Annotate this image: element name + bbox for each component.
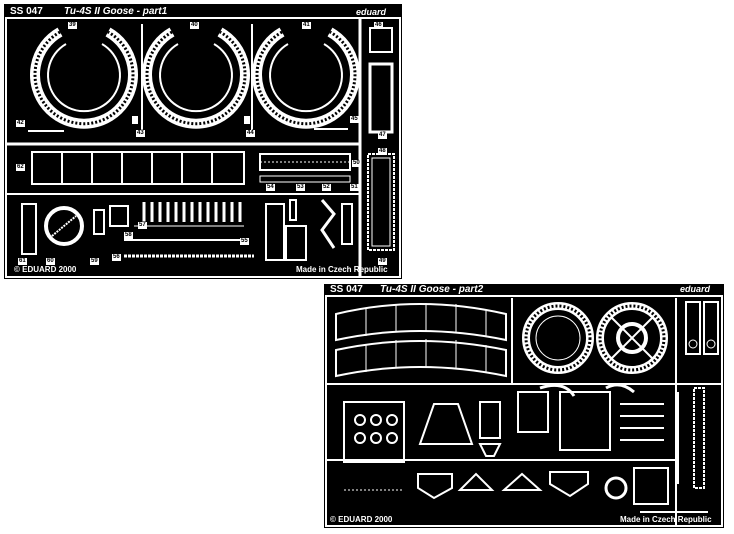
part-number: 40 (190, 22, 199, 29)
part-number: 45 (350, 116, 359, 123)
part-number: 53 (296, 184, 305, 191)
sheet1-copyright: © EDUARD 2000 (14, 265, 77, 274)
part-number: 46 (374, 22, 383, 29)
part-number: 48 (378, 148, 387, 155)
part-number: 62 (16, 164, 25, 171)
part-number: 61 (18, 258, 27, 265)
etch-sheet-part1: SS 047 Tu-4S II Goose - part1 eduard © E… (4, 4, 402, 279)
part-number: 59 (90, 258, 99, 265)
sheet2-title: Tu-4S II Goose - part2 (380, 284, 484, 295)
ring-part-39 (30, 27, 138, 129)
ring-part-41 (252, 27, 360, 129)
sheet1-artwork (5, 17, 401, 278)
part-number: 44 (246, 130, 255, 137)
part-number: 58 (124, 232, 133, 239)
part-number: 41 (302, 22, 311, 29)
part-number: 54 (266, 184, 275, 191)
part-number: 57 (138, 222, 147, 229)
part-number: 56 (112, 254, 121, 261)
sheet2-copyright: © EDUARD 2000 (330, 515, 393, 524)
part-number: 39 (68, 22, 77, 29)
sheet2-brand-logo: eduard (680, 284, 711, 294)
sheet2-made-in: Made in Czech Republic (620, 515, 712, 524)
part-number: 52 (322, 184, 331, 191)
sheet2-code: SS 047 (330, 284, 363, 295)
part-number: 43 (136, 130, 145, 137)
sheet1-code: SS 047 (10, 6, 43, 17)
part-number: 60 (46, 258, 55, 265)
part-number: 50 (352, 160, 361, 167)
part-number: 55 (240, 238, 249, 245)
part-number: 42 (16, 120, 25, 127)
part-number: 49 (378, 258, 387, 265)
etch-sheet-part2: SS 047 Tu-4S II Goose - part2 eduard © E… (324, 284, 724, 528)
sheet1-brand-logo: eduard (356, 7, 387, 17)
part-number: 47 (378, 132, 387, 139)
part-number: 51 (350, 184, 359, 191)
ring-part-40 (142, 27, 250, 129)
sheet2-artwork (325, 295, 723, 527)
sheet1-title: Tu-4S II Goose - part1 (64, 6, 168, 17)
sheet1-made-in: Made in Czech Republic (296, 265, 388, 274)
